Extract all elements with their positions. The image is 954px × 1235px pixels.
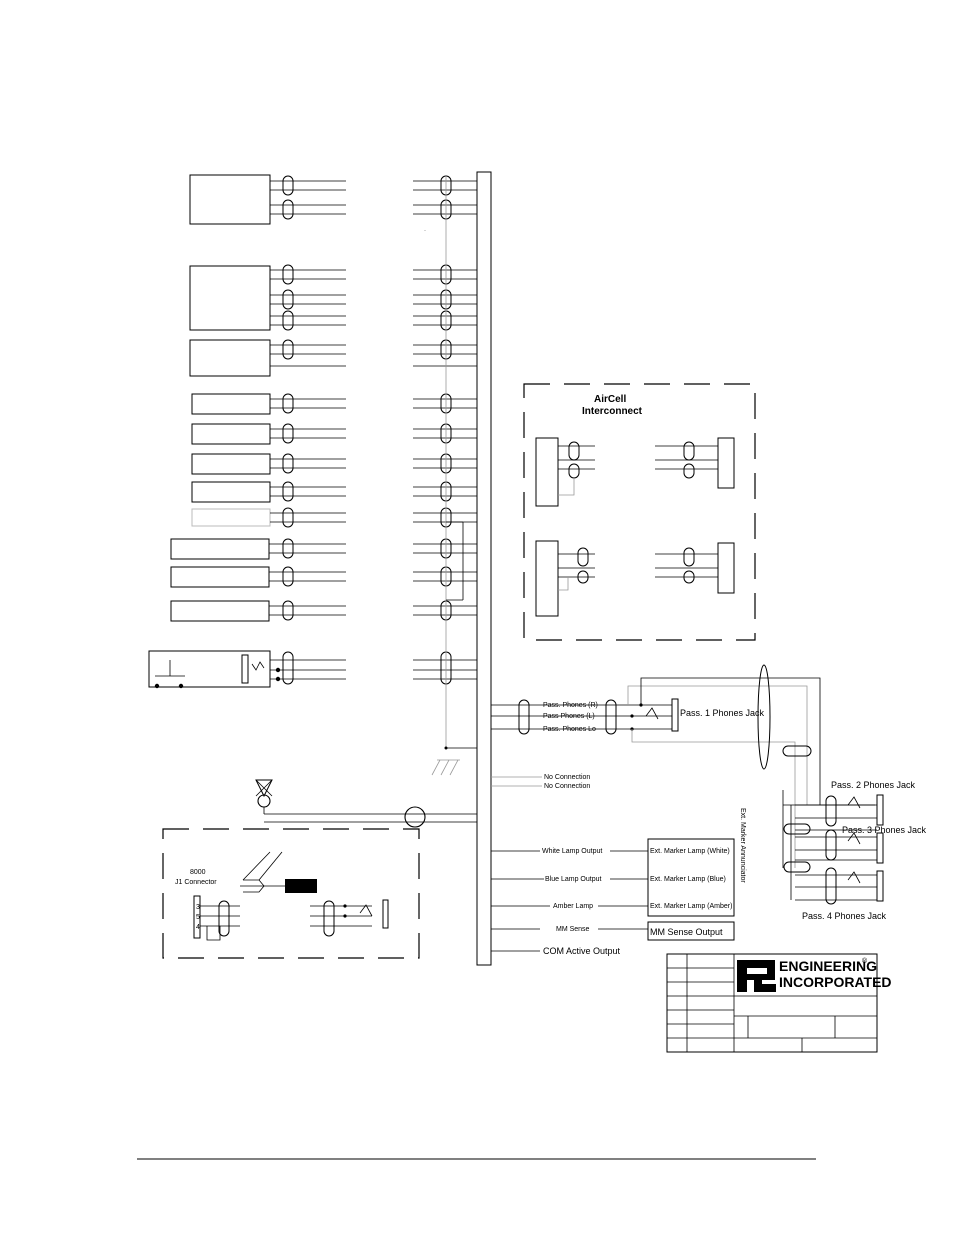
ext-marker-annunciator-title: Ext. Marker Annunciator [739, 808, 746, 883]
blue-lamp-output-label: Blue Lamp Output [545, 876, 601, 883]
title-block [666, 953, 878, 1053]
pass-phones-lo-label: Pass. Phones Lo [543, 726, 596, 733]
com-active-output-label: COM Active Output [543, 946, 621, 956]
j1-connector-area [162, 828, 420, 959]
logo-engineering-text: ENGINEERING [779, 958, 877, 974]
white-lamp-output-label: White Lamp Output [542, 848, 602, 855]
jack-device [148, 650, 281, 689]
j1-connector-line2: J1 Connector [175, 879, 217, 886]
pass2-jack-label: Pass. 2 Phones Jack [831, 780, 916, 790]
j1-pin-4: 4 [196, 924, 200, 931]
ext-marker-amber-label: Ext. Marker Lamp (Amber) [650, 903, 732, 910]
ext-marker-white-label: Ext. Marker Lamp (White) [650, 848, 730, 855]
pass3-jack-label: Pass. 3 Phones Jack [842, 825, 927, 835]
ground-symbol [431, 759, 460, 776]
main-bus-bar [476, 171, 492, 966]
pass4-jack-label: Pass. 4 Phones Jack [802, 911, 887, 921]
left-shield-ovals [282, 175, 452, 685]
amber-lamp-label: Amber Lamp [553, 903, 593, 910]
mm-sense-label: MM Sense [556, 926, 590, 933]
aircell-title-line2: Interconnect [582, 406, 643, 417]
j1-pin-3: 3 [196, 904, 200, 911]
ps-logo-icon [737, 960, 776, 992]
pass-phones-r-label: Pass. Phones (R) [543, 702, 598, 709]
ext-marker-blue-label: Ext. Marker Lamp (Blue) [650, 876, 726, 883]
marker-annunciator-box [647, 838, 735, 917]
no-connection-label-2: No Connection [544, 783, 590, 790]
logo-incorporated-text: INCORPORATED [779, 974, 892, 990]
aircell-interconnect: AirCell Interconnect [523, 383, 756, 641]
mm-sense-output-label: MM Sense Output [650, 927, 723, 937]
aircell-title-line1: AirCell [594, 394, 626, 405]
pass1-jack-label: Pass. 1 Phones Jack [680, 708, 765, 718]
no-connection-label-1: No Connection [544, 774, 590, 781]
j1-connector-line1: 8000 [190, 869, 206, 876]
logo-registered-mark: ® [862, 957, 868, 965]
antenna-icon [255, 779, 477, 828]
pass-phones-wiring [491, 664, 884, 905]
left-device-boxes [170, 174, 271, 622]
lamp-output-wires [491, 850, 648, 952]
j1-pin-5: 5 [196, 914, 200, 921]
mm-sense-output-box [647, 921, 735, 941]
pass-phones-l-label: Pass Phones (L) [543, 713, 595, 720]
